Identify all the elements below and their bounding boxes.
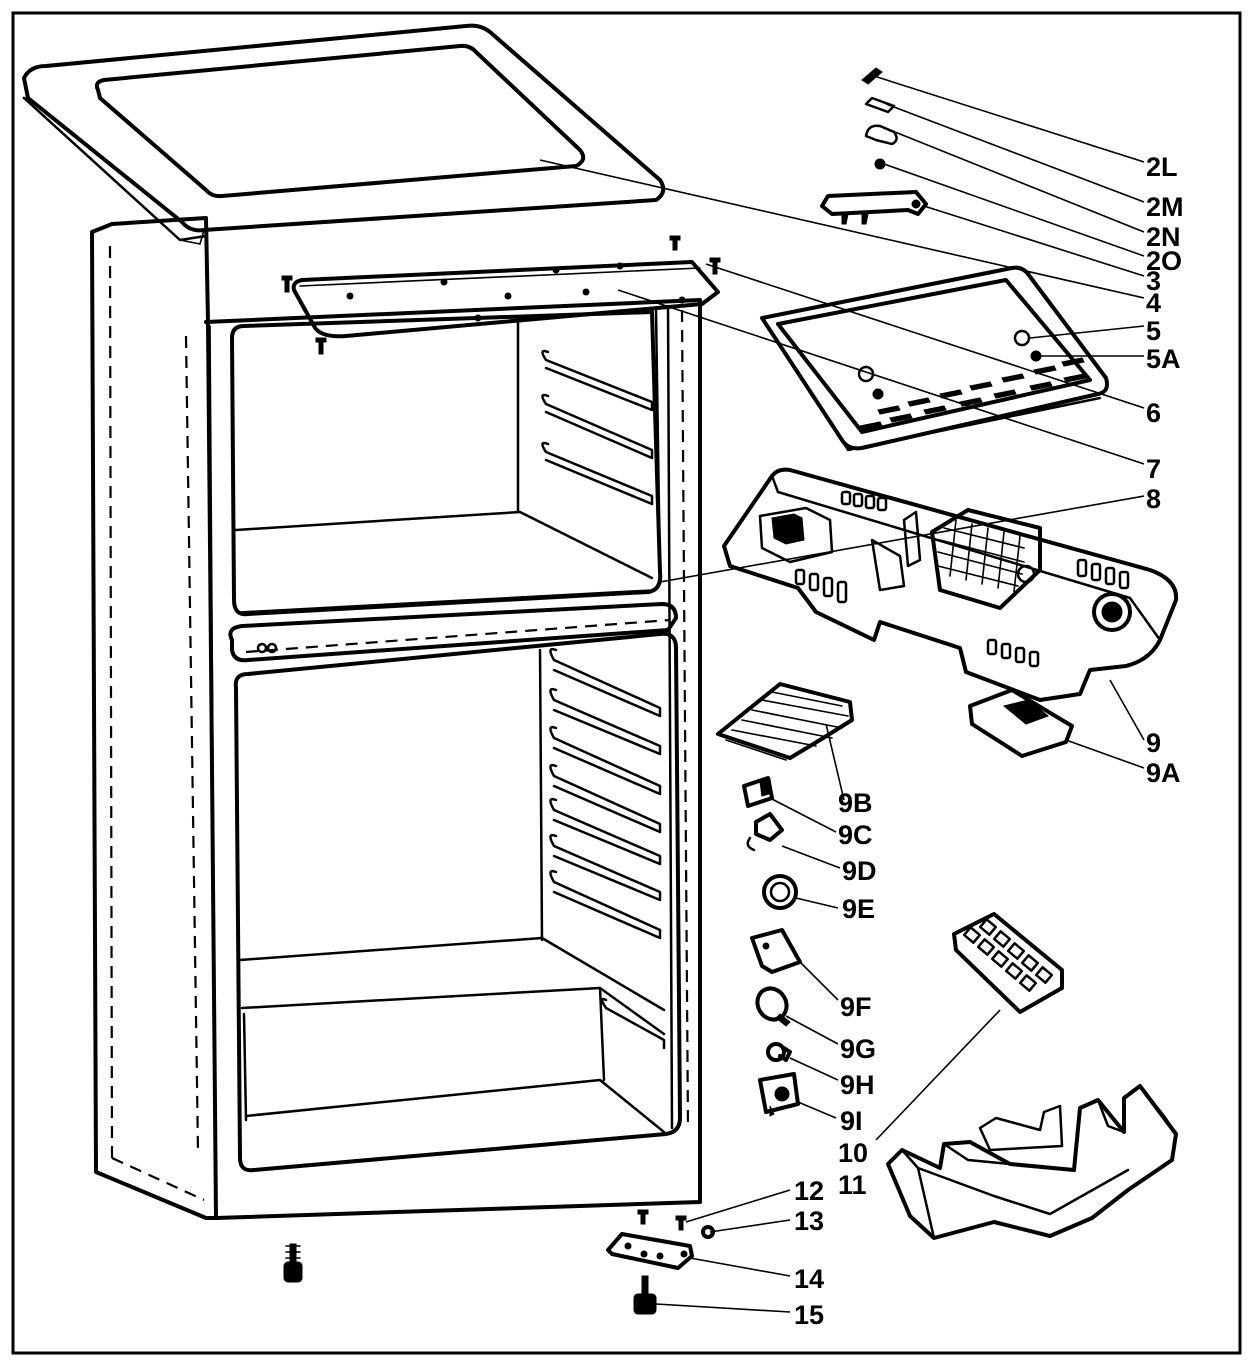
- callout-2O: 2O: [1146, 246, 1182, 276]
- callout-2M: 2M: [1146, 192, 1184, 222]
- plate-9F: [750, 928, 802, 974]
- ring-9E: [762, 874, 798, 910]
- callout-4: 4: [1146, 288, 1161, 318]
- callout-9F: 9F: [840, 992, 872, 1022]
- callout-14: 14: [794, 1264, 824, 1294]
- callout-labels: 2L 2M 2N 2O 3 4 5 5A 6 7 8 9 9A 9B 9C 9D…: [794, 152, 1184, 1330]
- screw: [669, 235, 681, 251]
- diagram-border: [11, 11, 1242, 1355]
- socket-9I: [758, 1072, 800, 1117]
- callout-9B: 9B: [838, 788, 873, 818]
- leader-lines: [539, 75, 1145, 1313]
- bulb-9G: [755, 986, 791, 1027]
- cabinet-body: [90, 216, 721, 1220]
- callout-2N: 2N: [1146, 222, 1181, 252]
- callout-9E: 9E: [842, 894, 875, 924]
- callout-15: 15: [794, 1300, 824, 1330]
- callout-9D: 9D: [842, 856, 877, 886]
- callout-9G: 9G: [840, 1034, 876, 1064]
- leveling-foot-15: [633, 1275, 657, 1315]
- callout-7: 7: [1146, 454, 1161, 484]
- callout-8: 8: [1146, 484, 1161, 514]
- callout-2L: 2L: [1146, 152, 1178, 182]
- door-plug-5: [1013, 329, 1031, 347]
- hinge-bushing-2N: [864, 124, 898, 146]
- callout-10: 10: [838, 1138, 868, 1168]
- freezer-door-4: [760, 265, 1109, 452]
- callout-9H: 9H: [840, 1070, 875, 1100]
- control-housing-9: [722, 467, 1179, 702]
- callout-3: 3: [1146, 266, 1161, 296]
- callout-13: 13: [794, 1206, 824, 1236]
- screw-12: [637, 1209, 687, 1231]
- light-cover-8: [930, 508, 1042, 610]
- screw: [281, 275, 293, 293]
- callout-9I: 9I: [840, 1106, 863, 1136]
- callout-9: 9: [1146, 728, 1161, 758]
- drip-tray-11: [886, 1084, 1178, 1240]
- part-9C: [742, 776, 774, 808]
- worktop-cover: [22, 23, 666, 245]
- grille-9B: [716, 682, 854, 761]
- ice-tray-10: [952, 912, 1064, 1014]
- part-9H: [766, 1042, 792, 1062]
- switch-9A: [968, 688, 1074, 758]
- callout-5: 5: [1146, 316, 1161, 346]
- callout-9A: 9A: [1146, 758, 1181, 788]
- hinge-pin-2L: [861, 67, 883, 85]
- callout-6: 6: [1146, 398, 1161, 428]
- screw-2O: [874, 158, 886, 170]
- callout-11: 11: [838, 1170, 867, 1200]
- callout-9C: 9C: [838, 820, 873, 850]
- leveling-foot-left: [283, 1243, 303, 1283]
- callout-12: 12: [794, 1176, 824, 1206]
- callout-5A: 5A: [1146, 344, 1181, 374]
- top-hinge-3: [820, 190, 928, 225]
- bottom-hinge-14: [606, 1232, 694, 1270]
- screw: [315, 337, 327, 355]
- hinge-spacer-2M: [864, 96, 896, 114]
- screw: [709, 257, 721, 275]
- part-9D: [746, 812, 784, 852]
